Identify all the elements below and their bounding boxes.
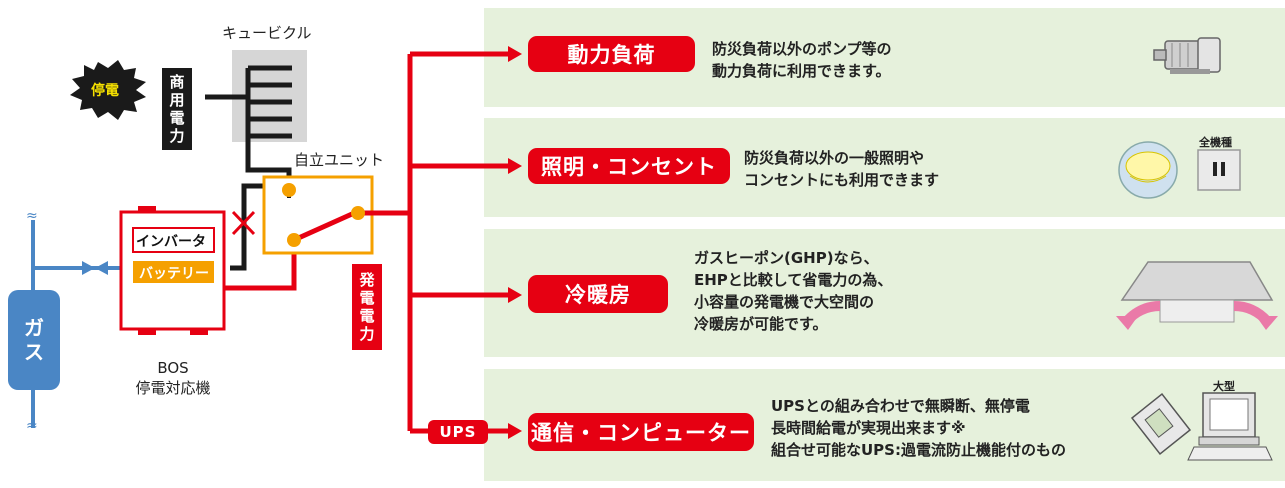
independent-unit-label: 自立ユニット	[294, 151, 385, 169]
hvac-title: 冷暖房	[528, 275, 668, 313]
motor-icon	[1153, 37, 1221, 74]
lighting-title: 照明・コンセント	[528, 148, 730, 184]
communication-title: 通信・コンピューター	[528, 413, 754, 451]
svg-text:≈: ≈	[26, 418, 38, 434]
large-tag: 大型	[1213, 380, 1235, 393]
power-load-title: 動力負荷	[528, 36, 695, 72]
power-load-desc: 防災負荷以外のポンプ等の 動力負荷に利用できます。	[712, 40, 892, 80]
computer-icon	[1187, 392, 1273, 461]
cubicle-label: キュービクル	[222, 24, 312, 42]
gas-valve-icon	[82, 261, 95, 275]
bos-label: BOS 停電対応機	[135, 359, 211, 397]
outage-label: 停電	[91, 83, 119, 99]
telephone-icon	[1130, 392, 1192, 456]
air-conditioner-icon	[1116, 261, 1278, 330]
ceiling-light-icon	[1118, 141, 1178, 199]
communication-desc: UPSとの組み合わせで無瞬断、無停電 長時間給電が実現出来ます※ 組合せ可能なU…	[771, 397, 1066, 459]
inverter-label: インバータ	[136, 234, 206, 250]
generated-power-label: 発 電 電 力	[352, 264, 382, 350]
svg-text:≈: ≈	[26, 208, 38, 224]
wall-switch-icon	[1197, 149, 1241, 191]
outage-burst	[70, 60, 146, 120]
all-models-tag: 全機種	[1199, 136, 1232, 149]
gas-tank	[8, 290, 60, 390]
lighting-desc: 防災負荷以外の一般照明や コンセントにも利用できます	[744, 149, 940, 189]
ups-badge: UPS	[428, 420, 488, 444]
battery-label: バッテリー	[139, 266, 209, 282]
gas-label: ガ ス	[24, 316, 44, 364]
hvac-desc: ガスヒーポン(GHP)なら、 EHPと比較して省電力の為、 小容量の発電機で大空…	[694, 249, 893, 333]
commercial-power-label: 商 用 電 力	[162, 68, 192, 150]
